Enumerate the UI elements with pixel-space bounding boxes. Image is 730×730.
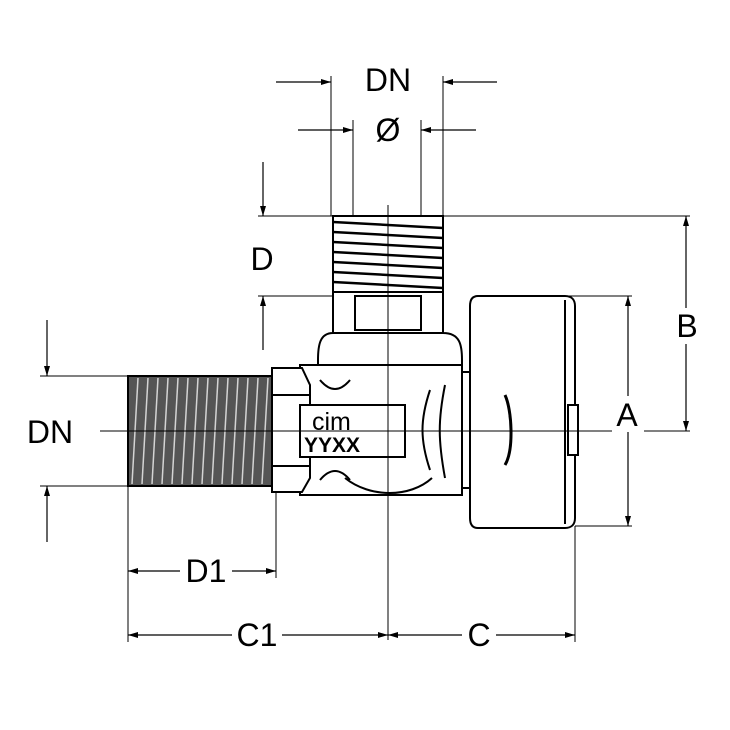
label-b: B — [676, 308, 697, 344]
label-dn-top: DN — [365, 62, 411, 98]
code-marking: YYXX — [304, 434, 360, 457]
label-d1: D1 — [186, 553, 227, 589]
center-lines — [100, 205, 600, 640]
label-c1: C1 — [237, 617, 278, 653]
label-a: A — [616, 397, 638, 433]
brand-marking: cim — [312, 408, 351, 436]
label-c: C — [467, 617, 490, 653]
dimension-labels: DN Ø D B A DN D1 C1 C — [27, 62, 698, 653]
extension-lines — [40, 76, 690, 642]
label-backgrounds — [180, 308, 702, 652]
label-d: D — [250, 241, 273, 277]
label-dn-left: DN — [27, 414, 73, 450]
label-diameter: Ø — [376, 112, 401, 148]
